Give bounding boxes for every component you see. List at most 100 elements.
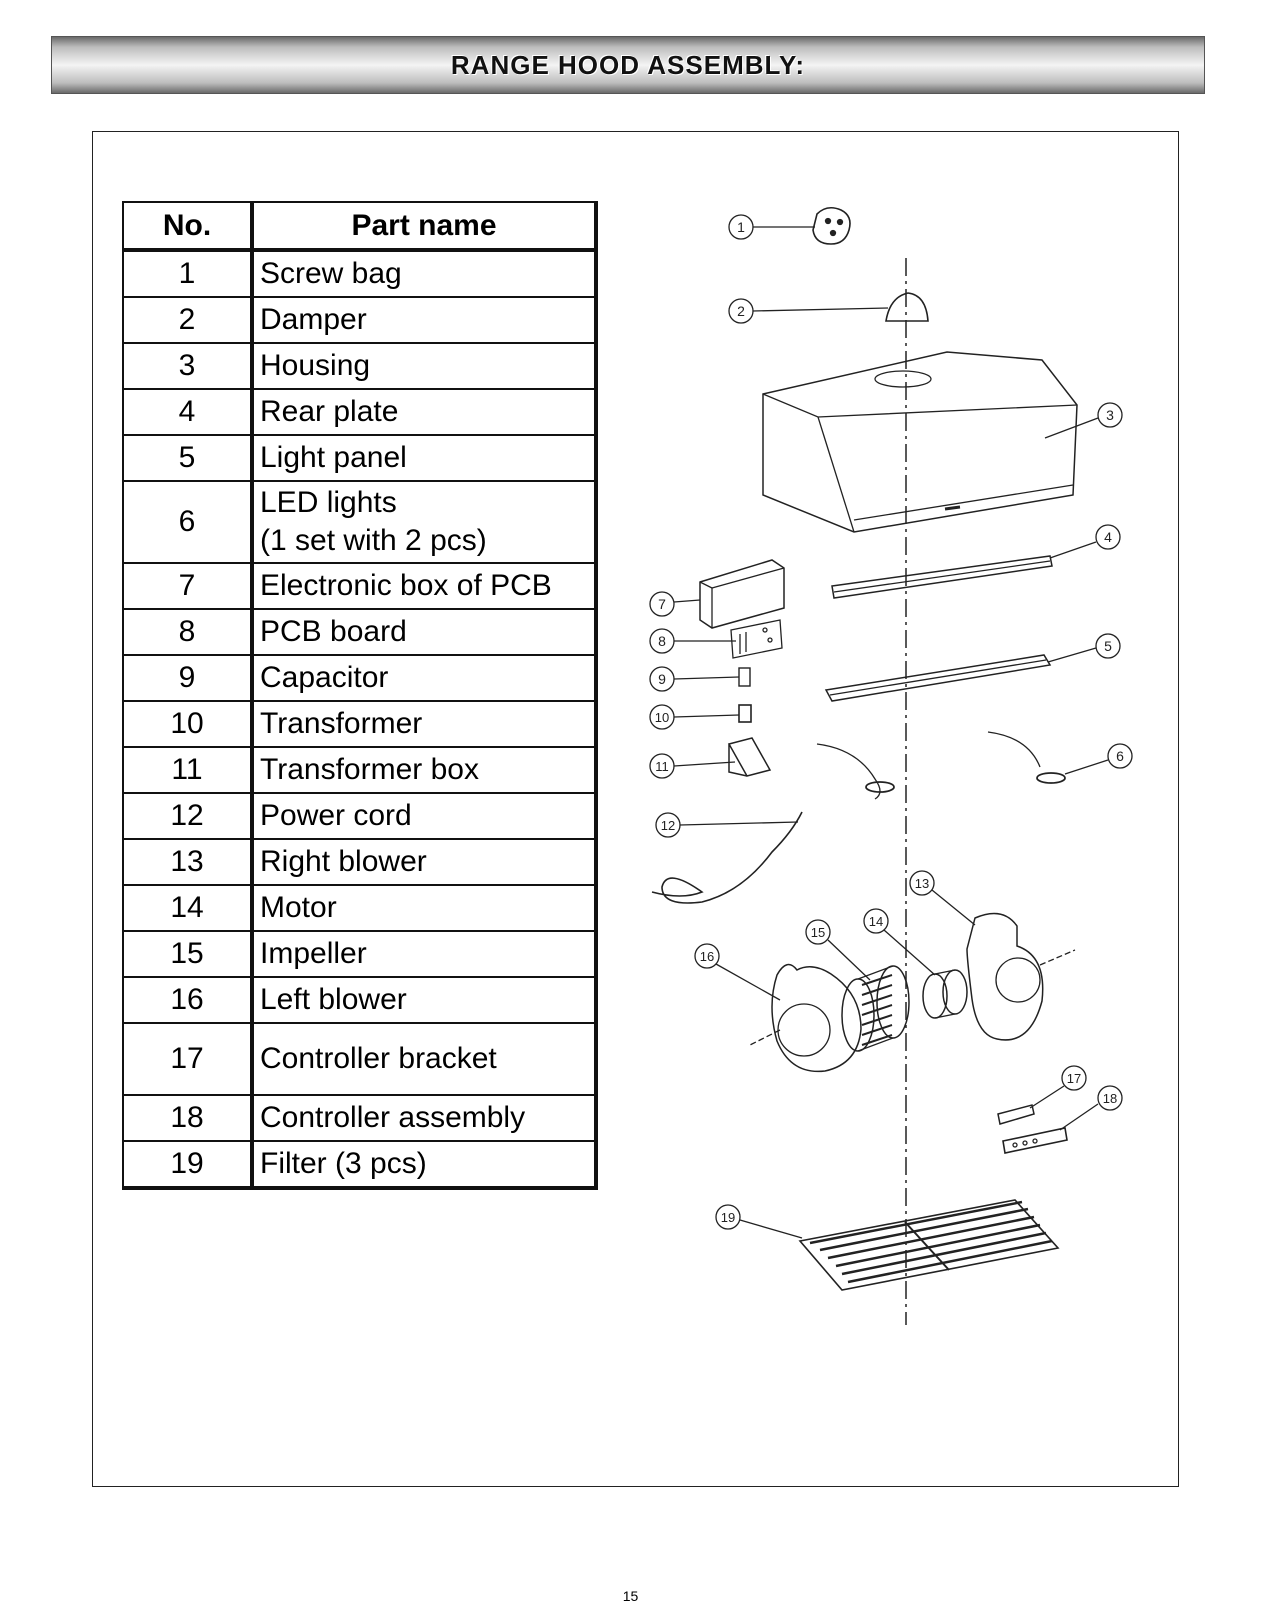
part-no: 9 xyxy=(122,654,254,702)
callout-13: 13 xyxy=(909,870,976,926)
part-name: LED lights (1 set with 2 pcs) xyxy=(251,480,598,564)
exploded-view-diagram: 1 2 3 4 5 6 7 8 9 10 11 12 13 14 15 16 1… xyxy=(649,206,1133,1325)
callout-17: 17 xyxy=(1029,1065,1087,1109)
part-name: Light panel xyxy=(251,434,598,482)
part-no: 17 xyxy=(122,1022,254,1096)
screw-bag-part xyxy=(812,206,851,245)
svg-text:15: 15 xyxy=(811,925,825,940)
callout-5: 5 xyxy=(1047,633,1121,663)
part-no: 16 xyxy=(122,976,254,1024)
part-no: 19 xyxy=(122,1140,254,1190)
callout-9: 9 xyxy=(649,666,740,692)
callout-7: 7 xyxy=(649,591,701,617)
callout-4: 4 xyxy=(1049,524,1121,559)
svg-text:18: 18 xyxy=(1103,1091,1117,1106)
part-no: 13 xyxy=(122,838,254,886)
part-no: 14 xyxy=(122,884,254,932)
part-no: 4 xyxy=(122,388,254,436)
callout-1: 1 xyxy=(728,214,815,240)
part-name: Transformer xyxy=(251,700,598,748)
power-cord-part xyxy=(651,811,803,904)
transformer-part xyxy=(738,704,752,723)
table-header-row: No. Part name xyxy=(122,201,598,252)
svg-text:16: 16 xyxy=(700,949,714,964)
svg-text:10: 10 xyxy=(655,710,669,725)
capacitor-part xyxy=(738,667,751,687)
callout-12: 12 xyxy=(655,812,799,838)
part-name: Rear plate xyxy=(251,388,598,436)
part-no: 2 xyxy=(122,296,254,344)
part-no: 7 xyxy=(122,562,254,610)
pcb-board-part xyxy=(730,619,783,659)
section-title: RANGE HOOD ASSEMBLY: xyxy=(450,49,806,80)
callout-3: 3 xyxy=(1044,402,1123,439)
callout-15: 15 xyxy=(805,919,871,981)
callout-10: 10 xyxy=(649,704,740,730)
svg-text:12: 12 xyxy=(661,818,675,833)
filter-part xyxy=(798,1199,1060,1291)
svg-text:3: 3 xyxy=(1106,407,1114,423)
callout-11: 11 xyxy=(649,753,736,779)
controller-bracket-part xyxy=(997,1104,1035,1125)
callout-2: 2 xyxy=(728,298,889,324)
part-name: Filter (3 pcs) xyxy=(251,1140,598,1190)
part-name: Controller bracket xyxy=(251,1022,598,1096)
rear-plate-part xyxy=(831,555,1053,599)
part-name: Motor xyxy=(251,884,598,932)
svg-text:19: 19 xyxy=(721,1210,735,1225)
part-no: 18 xyxy=(122,1094,254,1142)
svg-text:17: 17 xyxy=(1067,1071,1081,1086)
part-name: Capacitor xyxy=(251,654,598,702)
part-name: Left blower xyxy=(251,976,598,1024)
svg-text:13: 13 xyxy=(915,876,929,891)
callout-8: 8 xyxy=(649,628,736,654)
part-no: 6 xyxy=(122,480,254,564)
callout-6: 6 xyxy=(1064,743,1133,775)
part-no: 10 xyxy=(122,700,254,748)
impeller-part xyxy=(841,965,910,1052)
part-name-line1: LED lights xyxy=(260,486,397,519)
callout-19: 19 xyxy=(715,1204,803,1239)
damper-part xyxy=(885,292,929,322)
part-name: Impeller xyxy=(251,930,598,978)
part-name-line2: (1 set with 2 pcs) xyxy=(260,524,487,557)
svg-text:4: 4 xyxy=(1104,529,1112,545)
housing-part xyxy=(762,351,1078,533)
callout-18: 18 xyxy=(1059,1085,1123,1131)
header-no: No. xyxy=(122,201,254,252)
svg-text:9: 9 xyxy=(658,671,666,687)
part-no: 1 xyxy=(122,249,254,298)
motor-part xyxy=(922,969,968,1019)
part-name: Power cord xyxy=(251,792,598,840)
section-header: RANGE HOOD ASSEMBLY: xyxy=(51,36,1205,94)
part-no: 5 xyxy=(122,434,254,482)
callout-14: 14 xyxy=(863,908,936,976)
content-frame xyxy=(92,131,1179,1487)
part-name: Screw bag xyxy=(251,249,598,298)
svg-text:14: 14 xyxy=(869,914,883,929)
controller-assembly-part xyxy=(1002,1127,1068,1154)
part-no: 12 xyxy=(122,792,254,840)
part-name: Controller assembly xyxy=(251,1094,598,1142)
part-name: Housing xyxy=(251,342,598,390)
right-blower-part xyxy=(966,912,1076,1041)
page-number: 15 xyxy=(622,1588,639,1604)
electronic-box-part xyxy=(699,559,785,629)
part-name: PCB board xyxy=(251,608,598,656)
